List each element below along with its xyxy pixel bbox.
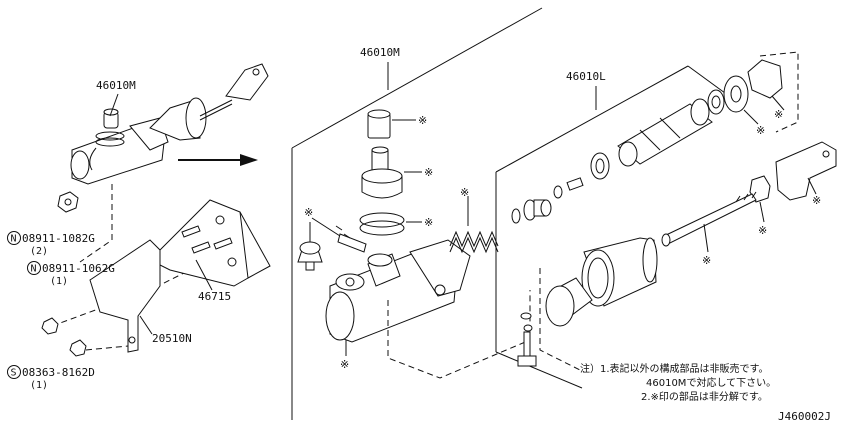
clevis-right (775, 141, 837, 201)
bracket-46715 (149, 199, 271, 287)
dust-boot (581, 237, 658, 307)
bracket-20510N (89, 239, 161, 353)
label-screw: 08363-8162D (22, 366, 95, 379)
spring (449, 196, 499, 254)
cup-seal (539, 268, 593, 373)
label-46010L: 46010L (566, 70, 606, 83)
cylinder-body (325, 239, 531, 379)
reservoir-cap (367, 109, 416, 139)
callout-screw: S 08363-8162D (1) (7, 365, 95, 391)
mark-cap-nut: ※ (774, 108, 783, 121)
mark-reservoir: ※ (424, 166, 433, 179)
left-master-cylinder (70, 63, 269, 185)
prefix-s: S (11, 368, 17, 379)
label-bolt-1-qty: (2) (30, 246, 48, 257)
push-rod (661, 191, 757, 253)
mark-cap: ※ (418, 114, 427, 127)
mark-push-rod: ※ (702, 254, 711, 267)
label-screw-qty: (1) (30, 380, 48, 391)
diagram-id: J460002J (778, 410, 831, 423)
callout-bolt-1: N 08911-1082G (2) (7, 231, 95, 257)
mark-spring: ※ (460, 186, 469, 199)
prefix-n-2: N (31, 264, 37, 275)
label-bolt-2: 08911-1062G (42, 262, 115, 275)
mark-plug: ※ (304, 206, 313, 219)
retaining-pin (311, 217, 367, 253)
left-screw (69, 339, 129, 357)
label-46715: 46715 (198, 290, 231, 303)
seal-rings (359, 212, 422, 236)
inner-seals (511, 152, 610, 224)
mark-rings: ※ (424, 216, 433, 229)
mark-body: ※ (340, 358, 349, 371)
direction-arrow (178, 154, 258, 166)
label-right-46010M: 46010M (360, 46, 400, 59)
callout-bolt-2: N 08911-1062G (1) (27, 261, 115, 287)
lock-nut (749, 175, 771, 223)
label-bolt-1: 08911-1082G (22, 232, 95, 245)
note-line-1: 注）1.表記以外の構成部品は非販売です。 (580, 362, 769, 375)
label-bolt-2-qty: (1) (50, 276, 68, 287)
mark-washer: ※ (756, 124, 765, 137)
washer (723, 75, 759, 125)
label-20510N: 20510N (152, 332, 192, 345)
note-line-3: 2.※印の部品は非分解です。 (641, 390, 768, 403)
label-left-46010M: 46010M (96, 79, 136, 92)
plug (297, 222, 323, 271)
bleed-bolt (517, 312, 537, 367)
mark-clevis: ※ (812, 194, 821, 207)
reservoir (361, 146, 422, 199)
note-line-2: 46010Mで対応して下さい。 (646, 376, 776, 389)
piston (617, 89, 725, 167)
prefix-n-1: N (11, 234, 17, 245)
cap-nut (747, 51, 799, 133)
left-bolt-nut (41, 317, 59, 335)
left-nut (57, 191, 79, 213)
mark-lock-nut: ※ (758, 224, 767, 237)
exploded-frame (291, 7, 741, 420)
